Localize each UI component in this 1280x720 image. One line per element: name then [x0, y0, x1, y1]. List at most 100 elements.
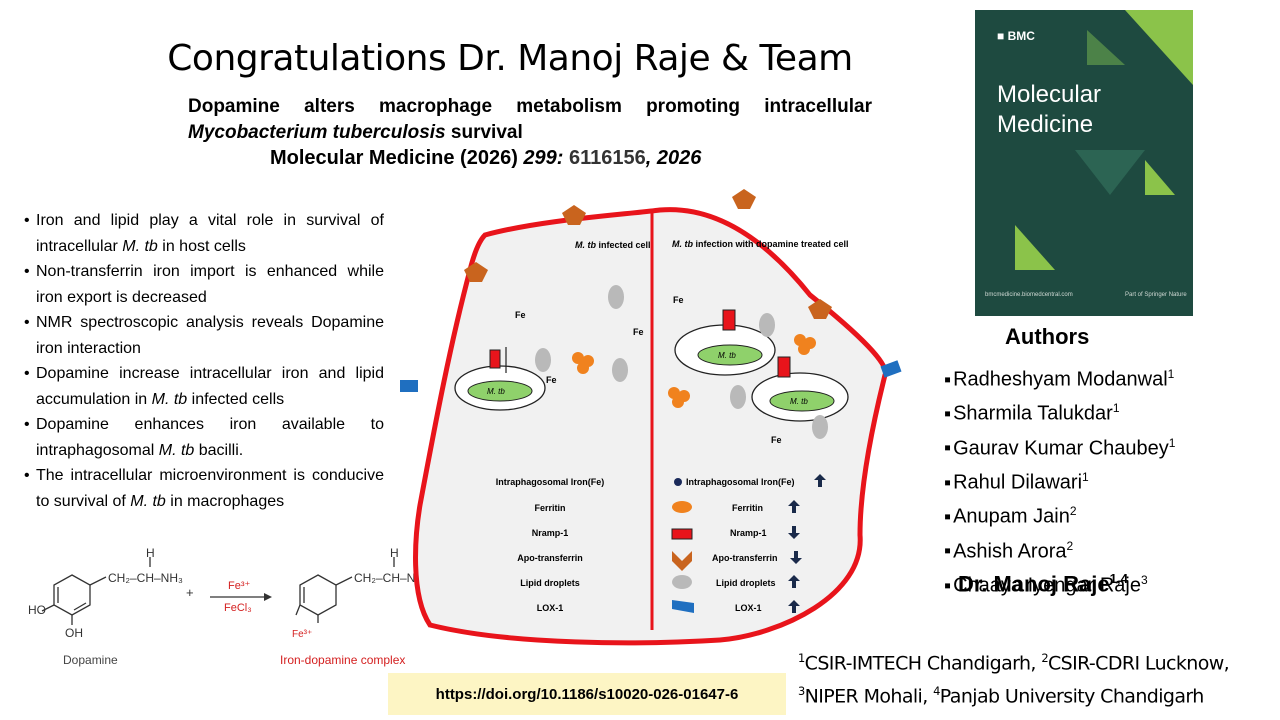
author-name: Chaaya Iyengar Raje	[953, 574, 1141, 597]
iron-dopamine-label: Iron-dopamine complex	[280, 653, 405, 667]
author-item: Gaurav Kumar Chaubey1	[944, 429, 1175, 463]
lipid-droplet	[730, 385, 746, 409]
finding-text: in macrophages	[165, 492, 285, 510]
affil-num: 2	[1041, 651, 1048, 665]
author-item: Sharmila Talukdar1	[944, 394, 1175, 428]
author-item: Rahul Dilawari1	[944, 463, 1175, 497]
lipid-droplet-icon	[672, 575, 692, 589]
arrow-up-icon	[814, 474, 826, 487]
author-affil: 1	[1168, 435, 1176, 450]
legend-arrows	[788, 474, 826, 613]
reaction-arrow	[210, 593, 272, 601]
legend-right-item: Apo-transferrin	[712, 553, 778, 563]
cover-graphic	[1015, 10, 1193, 270]
affil-name: CSIR-CDRI Lucknow,	[1047, 652, 1230, 675]
complex-fe: Fe³⁺	[292, 629, 312, 640]
right-cell-label: M. tb infection with dopamine treated ce…	[672, 239, 849, 249]
affil-num: 4	[933, 684, 940, 699]
finding-item: NMR spectroscopic analysis reveals Dopam…	[22, 310, 384, 361]
journal-pages: 6116156	[563, 147, 646, 169]
author-name: Gaurav Kumar Chaubey	[953, 437, 1169, 460]
macrophage-diagram: M. tb infected cell M. tb infection with…	[400, 189, 902, 646]
fe-label: Fe	[673, 295, 684, 305]
affil-num: 3	[798, 684, 805, 699]
chem-ho: HO	[28, 603, 46, 617]
author-item: Radheshyam Modanwal1	[944, 360, 1175, 394]
iron-dot-icon	[674, 478, 682, 486]
fe-label: Fe	[515, 310, 526, 320]
doi-link[interactable]: https://doi.org/10.1186/s10020-026-01647…	[388, 673, 786, 715]
chem-plus: +	[186, 585, 194, 600]
complex-structure	[295, 557, 395, 623]
principal-investigator: Dr. Manoj Raje1,4	[958, 571, 1128, 597]
finding-species: M. tb	[158, 441, 195, 459]
legend-right-item: Ferritin	[732, 503, 763, 513]
paper-species: Mycobacterium tuberculosis	[188, 122, 446, 143]
mtb-bacillus	[467, 380, 533, 402]
lipid-droplet	[608, 285, 624, 309]
finding-text: bacilli.	[194, 441, 244, 459]
legend-right-item: Intraphagosomal Iron(Fe)	[686, 477, 795, 487]
finding-text: Non-transferrin iron import is enhanced …	[36, 263, 384, 306]
mtb-label: M. tb	[487, 387, 505, 396]
author-affil: 1	[1112, 401, 1120, 416]
author-item: Anupam Jain2	[944, 497, 1175, 531]
complex-h: H	[390, 546, 399, 560]
cover-brand-text: BMC	[1007, 29, 1035, 43]
paper-word: Dopamine	[188, 96, 280, 117]
paper-title-rest: survival	[445, 122, 523, 143]
author-name: Rahul Dilawari	[953, 471, 1083, 494]
legend-right-item: LOX-1	[735, 603, 762, 613]
dopamine-label: Dopamine	[63, 653, 118, 667]
nramp-icon	[671, 528, 693, 540]
lox-1	[400, 380, 418, 392]
legend-left-item: Intraphagosomal Iron(Fe)	[496, 477, 605, 487]
arrow-up-icon	[788, 600, 800, 613]
arrow-up-icon	[788, 500, 800, 513]
author-item: Chaaya Iyengar Raje3	[944, 566, 1175, 600]
finding-text: Dopamine increase intracellular iron and…	[36, 365, 384, 408]
legend-left-item: Nramp-1	[532, 528, 569, 538]
apo-transferrin	[562, 205, 586, 225]
complex-chain: CH₂–CH–NH₃	[354, 571, 429, 585]
dopamine-structure	[41, 557, 151, 625]
paper-word: metabolism	[516, 96, 622, 117]
paper-title-line1: Dopamine alters macrophage metabolism pr…	[188, 94, 872, 120]
affiliations: 1CSIR-IMTECH Chandigarh, 2CSIR-CDRI Luck…	[798, 644, 1230, 711]
author-affil: 1	[1167, 367, 1175, 381]
mtb-bacillus	[769, 390, 835, 412]
chem-oh: OH	[65, 626, 83, 640]
paper-word: promoting	[646, 96, 741, 117]
mtb-label: M. tb	[790, 397, 808, 406]
paper-word: alters	[304, 96, 355, 117]
legend-left-item: Apo-transferrin	[517, 553, 583, 563]
author-name: Radheshyam Modanwal	[953, 368, 1168, 391]
ferritin-icon	[672, 501, 692, 513]
arrow-down-icon	[790, 551, 802, 564]
finding-text: in host cells	[157, 237, 246, 255]
nramp-right	[722, 309, 736, 331]
cover-title-line: Molecular	[997, 81, 1102, 108]
nramp-right	[777, 356, 791, 378]
lipid-droplet	[535, 348, 551, 372]
finding-item: The intracellular microenvironment is co…	[22, 463, 384, 514]
affil-name: CSIR-IMTECH Chandigarh,	[804, 652, 1042, 675]
finding-species: M. tb	[151, 390, 188, 408]
lipid-droplet	[812, 415, 828, 439]
finding-text: Dopamine enhances iron available to intr…	[36, 416, 384, 459]
author-affil: 2	[1069, 504, 1077, 519]
cover-footer-left: bmcmedicine.biomedcentral.com	[985, 292, 1073, 298]
pi-name: Dr. Manoj Raje	[958, 571, 1110, 597]
author-affil: 3	[1140, 573, 1148, 588]
author-name: Ashish Arora	[953, 540, 1067, 563]
legend-right: Intraphagosomal Iron(Fe) Ferritin Nramp-…	[671, 477, 795, 613]
authors-heading: Authors	[1005, 324, 1090, 349]
nramp-left	[489, 349, 501, 369]
arrow-down-icon	[788, 526, 800, 539]
affiliation-line: 3NIPER Mohali, 4Panjab University Chandi…	[798, 677, 1229, 710]
reagent-fe3: Fe³⁺	[228, 580, 251, 592]
finding-text: Iron and lipid play a vital role in surv…	[36, 212, 384, 255]
author-name: Sharmila Talukdar	[953, 403, 1113, 426]
affiliation-line: 1CSIR-IMTECH Chandigarh, 2CSIR-CDRI Luck…	[798, 644, 1230, 677]
